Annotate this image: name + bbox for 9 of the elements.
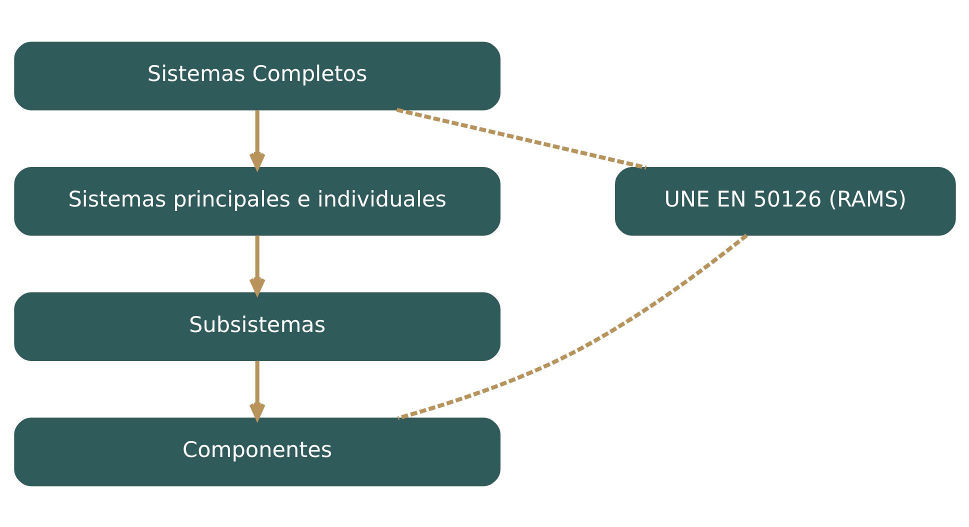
connector: [396, 107, 646, 170]
node-box: Sistemas Completos: [14, 41, 500, 110]
node-box: UNE EN 50126 (RAMS): [614, 166, 956, 236]
arrow: [248, 110, 265, 170]
connector: [396, 233, 748, 420]
node-box: Componentes: [14, 417, 500, 486]
node-box: Subsistemas: [14, 292, 500, 360]
arrow: [248, 360, 265, 420]
node-box: Sistemas principales e individuales: [14, 166, 500, 236]
